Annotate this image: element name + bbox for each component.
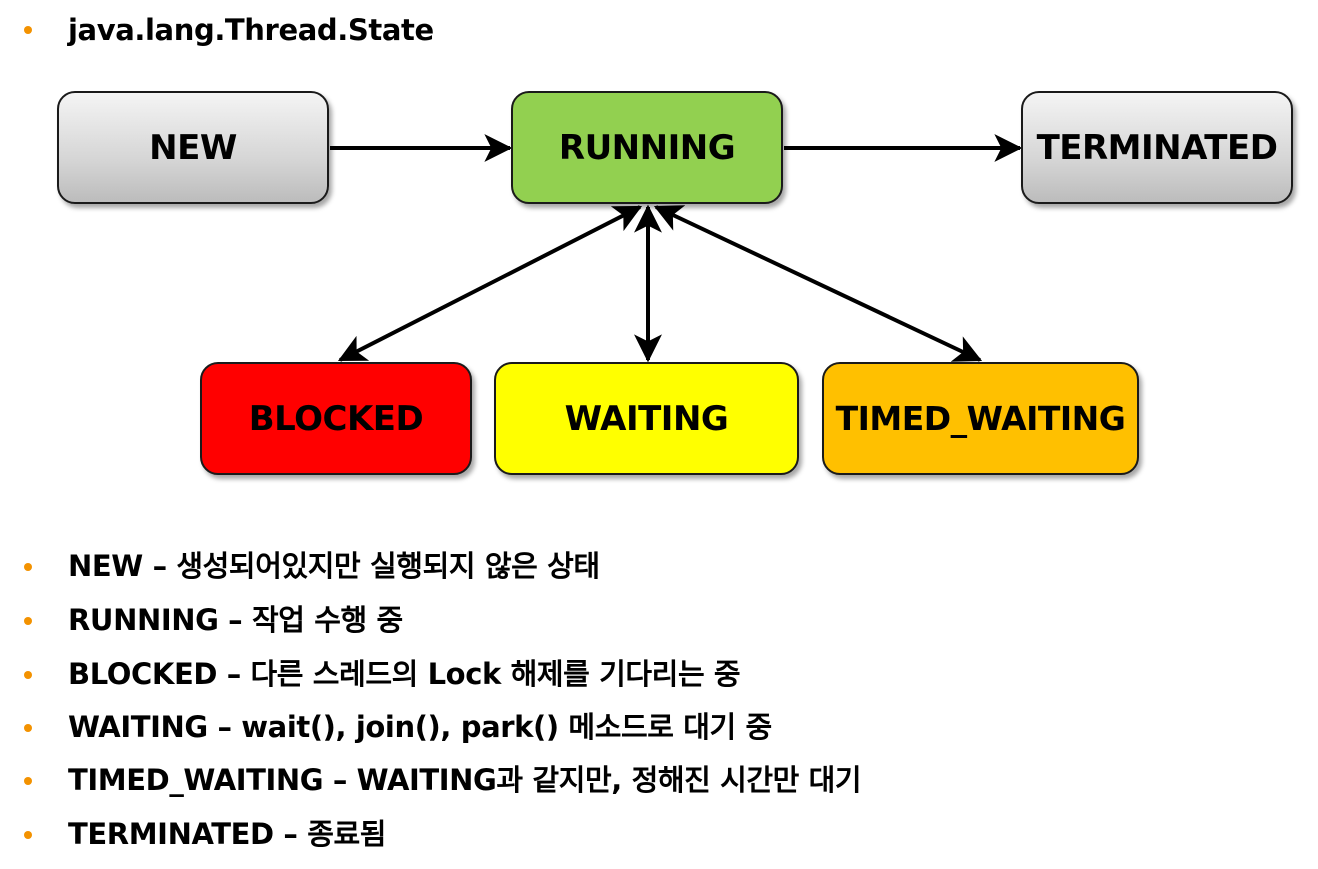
state-waiting-label: WAITING	[564, 398, 729, 439]
state-blocked: BLOCKED	[200, 362, 472, 475]
page-title: java.lang.Thread.State	[68, 13, 434, 47]
description-bullet	[24, 671, 32, 679]
description-bullet	[24, 724, 32, 732]
description-bullet	[24, 617, 32, 625]
state-new-label: NEW	[149, 127, 237, 168]
state-running-label: RUNNING	[558, 127, 736, 168]
description-terminated: TERMINATED – 종료됨	[68, 817, 387, 851]
state-running: RUNNING	[511, 91, 783, 204]
description-bullet	[24, 777, 32, 785]
description-running: RUNNING – 작업 수행 중	[68, 603, 403, 637]
description-bullet	[24, 563, 32, 571]
description-timed-waiting: TIMED_WAITING – WAITING과 같지만, 정해진 시간만 대기	[68, 763, 862, 797]
arrow-running-timed-waiting	[653, 205, 983, 362]
title-bullet	[24, 26, 32, 34]
arrow-running-blocked	[337, 205, 643, 362]
state-terminated: TERMINATED	[1021, 91, 1293, 204]
description-blocked: BLOCKED – 다른 스레드의 Lock 해제를 기다리는 중	[68, 657, 741, 691]
state-timed-waiting-label: TIMED_WAITING	[835, 399, 1126, 438]
state-waiting: WAITING	[494, 362, 799, 475]
state-new: NEW	[57, 91, 329, 204]
state-timed-waiting: TIMED_WAITING	[822, 362, 1139, 475]
description-bullet	[24, 831, 32, 839]
description-new: NEW – 생성되어있지만 실행되지 않은 상태	[68, 549, 600, 583]
state-terminated-label: TERMINATED	[1036, 127, 1278, 168]
state-blocked-label: BLOCKED	[248, 398, 424, 439]
description-waiting: WAITING – wait(), join(), park() 메소드로 대기…	[68, 710, 772, 744]
